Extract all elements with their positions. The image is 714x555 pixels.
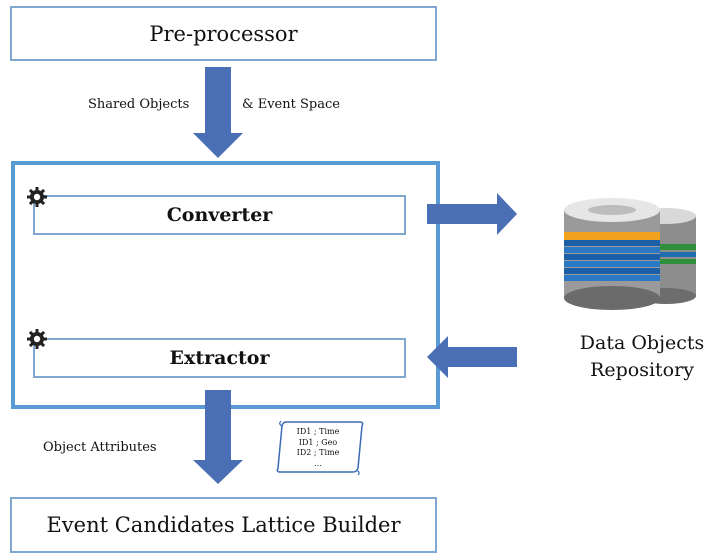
- scroll-note-line: ID2 ; Time: [296, 448, 340, 457]
- repository-label-line2: Repository: [590, 359, 694, 381]
- scroll-icon: [276, 420, 364, 476]
- scroll-note-line: ID1 ; Time: [296, 427, 340, 436]
- converter-label: Converter: [166, 204, 273, 226]
- object-attributes-label: Object Attributes: [43, 440, 157, 455]
- gear-icon: [27, 187, 47, 207]
- lattice-builder-box: Event Candidates Lattice Builder: [10, 497, 437, 553]
- event-space-label: & Event Space: [242, 97, 340, 112]
- preprocessor-label: Pre-processor: [149, 21, 298, 46]
- converter-box: Converter: [33, 195, 406, 235]
- attribute-scroll-note: ID1 ; Time ID1 ; Geo ID2 ; Time …: [276, 418, 364, 476]
- arrow-right-repository: [427, 193, 517, 235]
- scroll-note-line: …: [314, 458, 322, 468]
- arrow-left-extractor: [427, 336, 517, 378]
- preprocessor-box: Pre-processor: [10, 6, 437, 61]
- database-icon: [564, 198, 696, 310]
- repository-label: Data Objects Repository: [562, 330, 714, 384]
- repository-label-line1: Data Objects: [579, 332, 705, 354]
- shared-objects-label: Shared Objects: [88, 97, 190, 112]
- extractor-box: Extractor: [33, 338, 406, 378]
- scroll-note-line: ID1 ; Geo: [298, 437, 338, 447]
- gear-icon: [27, 329, 47, 349]
- scroll-note-text: ID1 ; Time ID1 ; Geo ID2 ; Time …: [276, 427, 360, 469]
- extractor-label: Extractor: [169, 347, 270, 369]
- lattice-builder-label: Event Candidates Lattice Builder: [46, 513, 401, 537]
- arrow-down-preprocessor: [193, 67, 243, 158]
